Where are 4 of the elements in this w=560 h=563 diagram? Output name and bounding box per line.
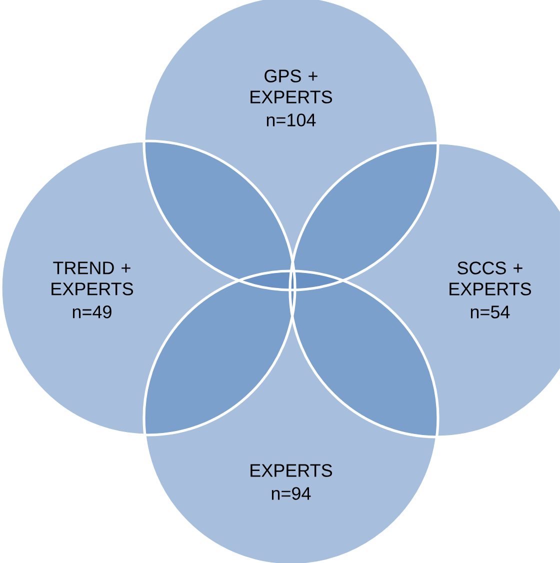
circle-label: SCCS + EXPERTS n=54	[450, 262, 532, 318]
circle-label: EXPERTS n=94	[250, 464, 332, 500]
circle-label: TREND + EXPERTS n=49	[52, 262, 134, 318]
circle-label: GPS + EXPERTS n=104	[250, 70, 332, 126]
